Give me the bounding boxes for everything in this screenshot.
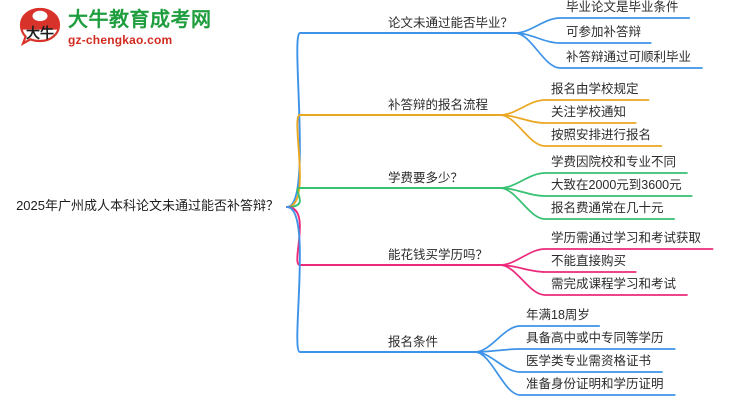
mindmap-root-label[interactable]: 2025年广州成人本科论文未通过能否补答辩？: [16, 198, 279, 213]
mindmap-leaf-label-4-3[interactable]: 需完成课程学习和考试: [551, 277, 677, 291]
mindmap-leaf-label-5-1[interactable]: 年满18周岁: [526, 308, 590, 322]
mindmap-leaf-label-3-1[interactable]: 学费因院校和专业不同: [551, 155, 677, 169]
mindmap-leaf-label-1-2[interactable]: 可参加补答辩: [566, 25, 642, 39]
mindmap-leaf-label-2-2[interactable]: 关注学校通知: [551, 105, 627, 119]
mindmap-leaf-label-5-3[interactable]: 医学类专业需资格证书: [526, 354, 652, 368]
svg-text:大牛: 大牛: [26, 25, 54, 41]
mindmap-leaf-label-1-3[interactable]: 补答辩通过可顺利毕业: [566, 50, 692, 64]
mindmap-leaf-label-2-3[interactable]: 按照安排进行报名: [551, 128, 652, 142]
mindmap-leaf-label-2-1[interactable]: 报名由学校规定: [551, 82, 639, 96]
mindmap-leaf-label-3-2[interactable]: 大致在2000元到3600元: [551, 178, 682, 192]
logo-title: 大牛教育成考网: [68, 9, 212, 31]
mindmap-branch-label-1[interactable]: 论文未通过能否毕业？: [388, 16, 514, 30]
mindmap-branch-label-3[interactable]: 学费要多少？: [388, 171, 464, 185]
mindmap-leaf-label-3-3[interactable]: 报名费通常在几十元: [551, 201, 664, 215]
site-logo[interactable]: 大牛 大牛教育成考网 gz-chengkao.com: [18, 6, 212, 50]
mindmap-branch-label-4[interactable]: 能花钱买学历吗？: [388, 248, 489, 262]
logo-subtitle: gz-chengkao.com: [68, 33, 173, 47]
logo-wordmark: 大牛教育成考网 gz-chengkao.com: [68, 10, 212, 46]
mindmap-leaf-label-4-2[interactable]: 不能直接购买: [551, 254, 627, 268]
mindmap-leaf-label-5-4[interactable]: 准备身份证明和学历证明: [526, 377, 664, 391]
mindmap-leaf-label-1-1[interactable]: 毕业论文是毕业条件: [566, 0, 679, 14]
mindmap-branch-label-2[interactable]: 补答辩的报名流程: [388, 98, 489, 112]
mindmap-leaf-label-5-2[interactable]: 具备高中或中专同等学历: [526, 331, 664, 345]
mindmap-leaf-label-4-1[interactable]: 学历需通过学习和考试获取: [551, 231, 702, 245]
mindmap-branch-label-5[interactable]: 报名条件: [388, 335, 439, 349]
bull-head-speech-bubble-logo-icon: 大牛: [18, 6, 62, 50]
